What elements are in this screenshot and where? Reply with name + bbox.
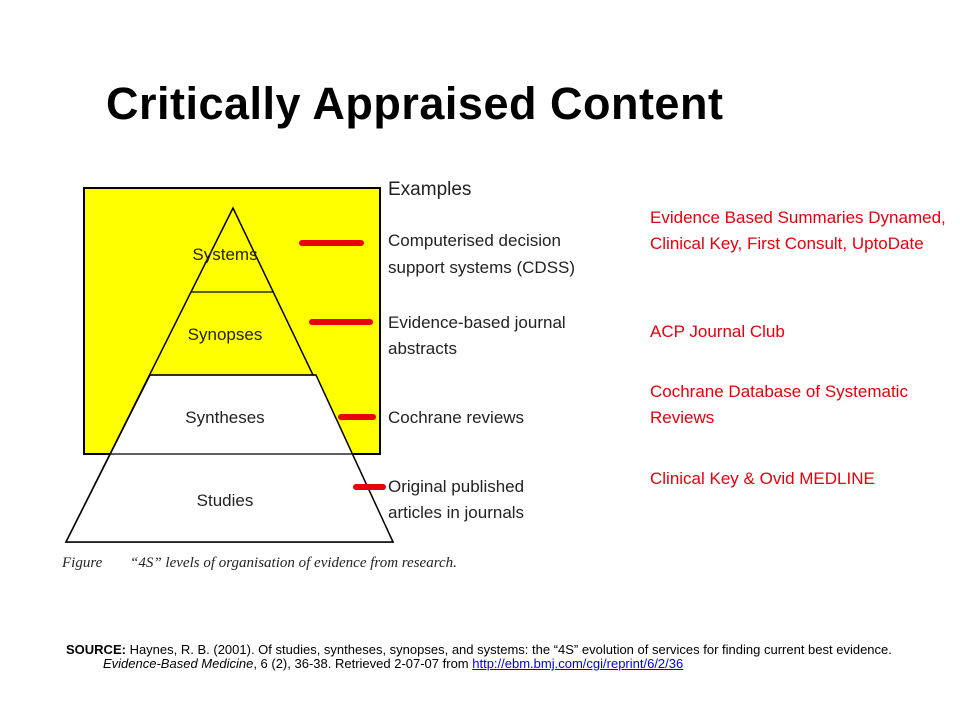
- level-label-synopses: Synopses: [188, 325, 263, 344]
- four-s-pyramid-figure: Systems Synopses Syntheses Studies Examp…: [58, 170, 638, 590]
- slide-title: Critically Appraised Content: [106, 78, 724, 129]
- example-item-summaries: Evidence Based Summaries Dynamed, Clinic…: [650, 208, 946, 253]
- source-citation: SOURCE: Haynes, R. B. (2001). Of studies…: [66, 643, 933, 671]
- level-description: Original published: [388, 477, 524, 496]
- level-label-studies: Studies: [197, 491, 254, 510]
- example-item-medline: Clinical Key & Ovid MEDLINE: [650, 469, 875, 488]
- level-description: Computerised decision: [388, 231, 561, 250]
- level-description: Cochrane reviews: [388, 408, 524, 427]
- example-item-acp: ACP Journal Club: [650, 322, 785, 341]
- level-description: Evidence-based journal: [388, 313, 566, 332]
- level-description: abstracts: [388, 339, 457, 358]
- level-label-syntheses: Syntheses: [185, 408, 264, 427]
- level-label-systems: Systems: [192, 245, 257, 264]
- pyramid-bottom-fill: [66, 375, 393, 542]
- citation-text: Haynes, R. B. (2001). Of studies, synthe…: [125, 642, 892, 657]
- examples-header: Examples: [388, 179, 471, 200]
- pyramid-diagram: Systems Synopses Syntheses Studies Examp…: [61, 179, 575, 571]
- level-description: support systems (CDSS): [388, 258, 575, 277]
- source-link[interactable]: http://ebm.bmj.com/cgi/reprint/6/2/36: [472, 656, 684, 671]
- level-description: articles in journals: [388, 503, 524, 522]
- source-label: SOURCE:: [66, 642, 126, 657]
- citation-retrieved: , 6 (2), 36-38. Retrieved 2-07-07 from: [253, 656, 473, 671]
- journal-name: Evidence-Based Medicine: [103, 656, 254, 671]
- example-item-cochrane: Cochrane Database of Systematic Reviews: [650, 382, 908, 427]
- figure-caption-label: Figure: [61, 555, 103, 571]
- figure-caption-text: “4S” levels of organisation of evidence …: [130, 555, 457, 571]
